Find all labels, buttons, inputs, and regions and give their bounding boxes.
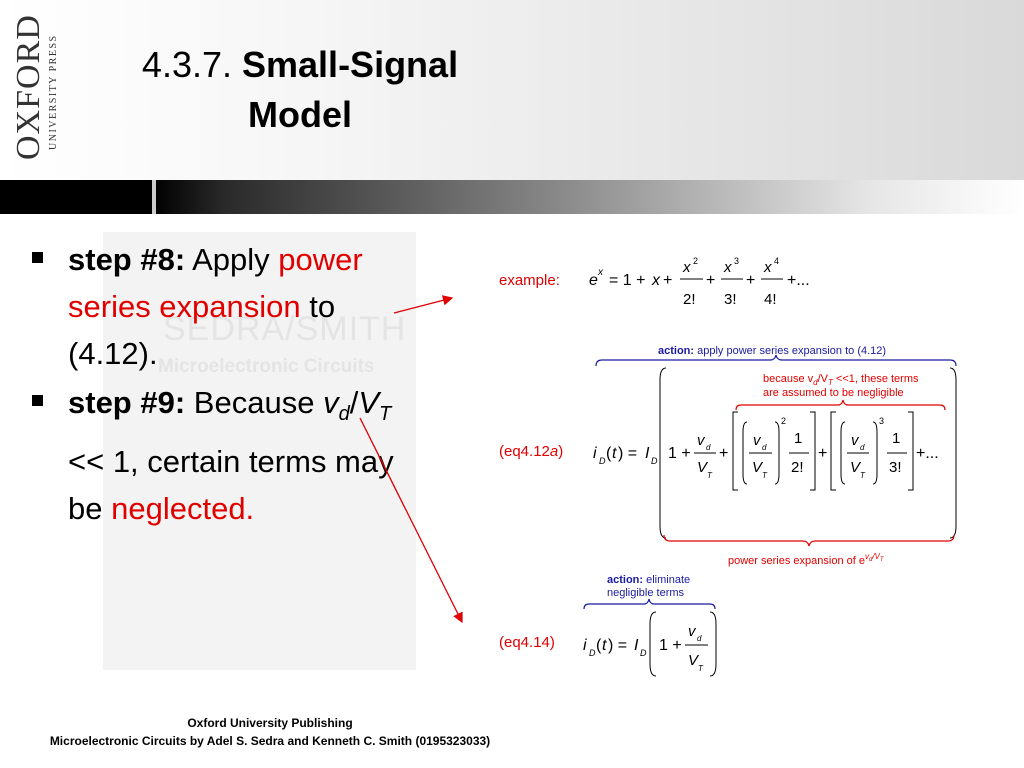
svg-text:D: D [651,456,658,466]
svg-text:v: v [753,432,762,449]
svg-text:3!: 3! [889,459,902,476]
bullet-label: step #9: [68,385,186,420]
svg-text:D: D [589,648,596,658]
bullet-square-icon [32,252,43,263]
svg-text:+: + [706,272,715,289]
eq414-label: (eq4.14) [499,634,555,651]
svg-text:) =: ) = [608,637,627,654]
page-title: 4.3.7. Small-Signal Model [110,40,490,140]
svg-text:V: V [752,459,764,476]
svg-text:d: d [706,443,711,452]
logo-subtitle: UNIVERSITY PRESS [48,34,59,150]
svg-text:e: e [589,272,598,289]
eq414-action-line-2: negligible terms [607,587,685,599]
title-text: Small-Signal Model [242,44,459,135]
svg-text:1: 1 [892,430,900,447]
header-background [0,0,1024,180]
svg-text:1 +: 1 + [668,445,691,462]
svg-text:t: t [602,637,607,654]
example-label: example: [499,272,560,289]
example-equation: example: e x = 1 + x + x 2 2! + x 3 3! +… [499,256,810,308]
svg-text:x: x [723,259,732,276]
watermark-title: Microelectronic Circuits [158,356,375,377]
header-band [0,180,1024,214]
svg-text:1: 1 [794,430,802,447]
svg-text:x: x [682,259,691,276]
svg-text:2!: 2! [683,291,696,308]
top-brace [595,354,957,367]
svg-text:action: apply power series exp: action: apply power series expansion to … [658,345,886,357]
svg-text:3!: 3! [724,291,737,308]
svg-text:3: 3 [734,256,739,266]
svg-text:+...: +... [916,445,939,462]
negligible-brace [735,399,946,411]
svg-text:D: D [599,456,606,466]
action-text: apply power series expansion to (4.12) [697,345,886,357]
bullet-highlight: power series expansion [68,242,363,324]
svg-text:2!: 2! [791,459,804,476]
svg-text:T: T [762,471,768,480]
footer-citation: Microelectronic Circuits by Adel S. Sedr… [49,734,491,748]
svg-text:= 1 +: = 1 + [609,272,645,289]
svg-text:) =: ) = [618,445,637,462]
svg-text:because vd/VT <<1, these terms: because vd/VT <<1, these terms [763,373,919,387]
svg-text:v: v [851,432,860,449]
svg-text:2: 2 [781,416,786,426]
bullet-square-icon [32,395,43,406]
svg-text:4!: 4! [764,291,777,308]
svg-text:I: I [634,637,639,654]
svg-text:x: x [597,267,604,278]
bullet-step-8: step #8: Apply power series expansion to… [30,236,425,377]
svg-text:v: v [697,432,706,449]
eq412a-label: (eq4.12a) [499,443,563,460]
svg-text:d: d [697,634,702,643]
svg-text:I: I [645,445,650,462]
bottom-brace-text: power series expansion of e [728,555,865,567]
svg-text:power series expansion of evd/: power series expansion of evd/VT [728,552,885,567]
svg-text:3: 3 [879,416,884,426]
svg-text:T: T [707,471,713,480]
footer: Oxford University Publishing Microelectr… [0,714,540,750]
svg-text:i: i [583,637,587,654]
svg-text:(: ( [606,445,612,462]
svg-text:T: T [698,664,704,673]
svg-text:+...: +... [787,272,810,289]
logo-name: OXFORD [10,14,47,160]
svg-text:2: 2 [693,256,698,266]
svg-text:+: + [663,272,672,289]
bullet-highlight: neglected. [111,491,255,527]
svg-text:V: V [697,459,709,476]
svg-text:x: x [763,259,772,276]
svg-text:action: eliminate: action: eliminate [607,574,690,586]
bullet-list: step #8: Apply power series expansion to… [30,236,425,534]
svg-text:+: + [719,445,728,462]
oxford-logo: OXFORD UNIVERSITY PRESS [8,10,64,170]
svg-text:V: V [688,652,700,669]
svg-text:+: + [818,445,827,462]
svg-text:T: T [860,471,866,480]
svg-text:+: + [746,272,755,289]
svg-text:4: 4 [774,256,779,266]
svg-text:d: d [860,443,865,452]
watermark-authors: SEDRA/SMITH [163,310,407,348]
svg-text:i: i [593,445,597,462]
action-label: action: [658,345,694,357]
bullet-step-9: step #9: Because vd/VT << 1, certain ter… [30,379,425,532]
svg-text:V: V [850,459,862,476]
note-line-2: are assumed to be negligible [763,387,904,399]
svg-text:x: x [651,272,661,289]
svg-text:v: v [688,623,697,640]
title-number: 4.3.7. [141,44,232,85]
svg-text:1 +: 1 + [659,637,682,654]
svg-text:t: t [612,445,617,462]
eq414-brace [583,598,716,610]
bottom-brace [663,534,955,547]
svg-text:(: ( [596,637,602,654]
bullet-label: step #8: [68,242,186,277]
footer-publisher: Oxford University Publishing [187,716,353,730]
svg-text:d: d [762,443,767,452]
equations-figure: example: e x = 1 + x + x 2 2! + x 3 3! +… [499,256,957,677]
svg-text:D: D [640,648,647,658]
